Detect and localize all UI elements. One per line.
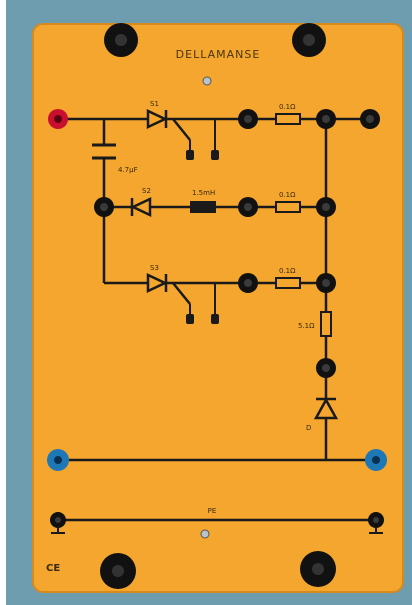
diode-mid [130, 197, 152, 217]
ground-terminal-left[interactable] [50, 512, 66, 534]
brand-label: DELLAMANSE [176, 48, 261, 61]
resistor-vertical-label: 5.1Ω [298, 322, 315, 330]
ground-bus-label: PE [208, 507, 217, 515]
orange-panel [33, 24, 403, 592]
diode-bottom [313, 397, 339, 420]
resistor-vertical [320, 311, 332, 337]
inductor [190, 201, 216, 213]
thyristor-bottom-label: S3 [150, 264, 159, 272]
thyristor-top-label: S1 [150, 100, 159, 108]
resistor-top [275, 113, 301, 125]
resistor-bottom [275, 277, 301, 289]
thyristor-bottom [146, 273, 168, 293]
resistor-mid [275, 201, 301, 213]
diode-bottom-label: D [306, 424, 311, 432]
thyristor-top [146, 109, 168, 129]
screw-bottom [200, 529, 210, 539]
capacitor [92, 140, 116, 164]
diode-mid-label: S2 [142, 187, 151, 195]
gate-pins [186, 119, 219, 324]
resistor-mid-label: 0.1Ω [279, 191, 296, 199]
resistor-bottom-label: 0.1Ω [279, 267, 296, 275]
ground-terminal-right[interactable] [368, 512, 384, 534]
ce-mark: CE [46, 563, 60, 574]
capacitor-label: 4.7µF [118, 166, 138, 174]
screw-top [202, 76, 212, 86]
inductor-label: 1.5mH [192, 189, 215, 197]
resistor-top-label: 0.1Ω [279, 103, 296, 111]
